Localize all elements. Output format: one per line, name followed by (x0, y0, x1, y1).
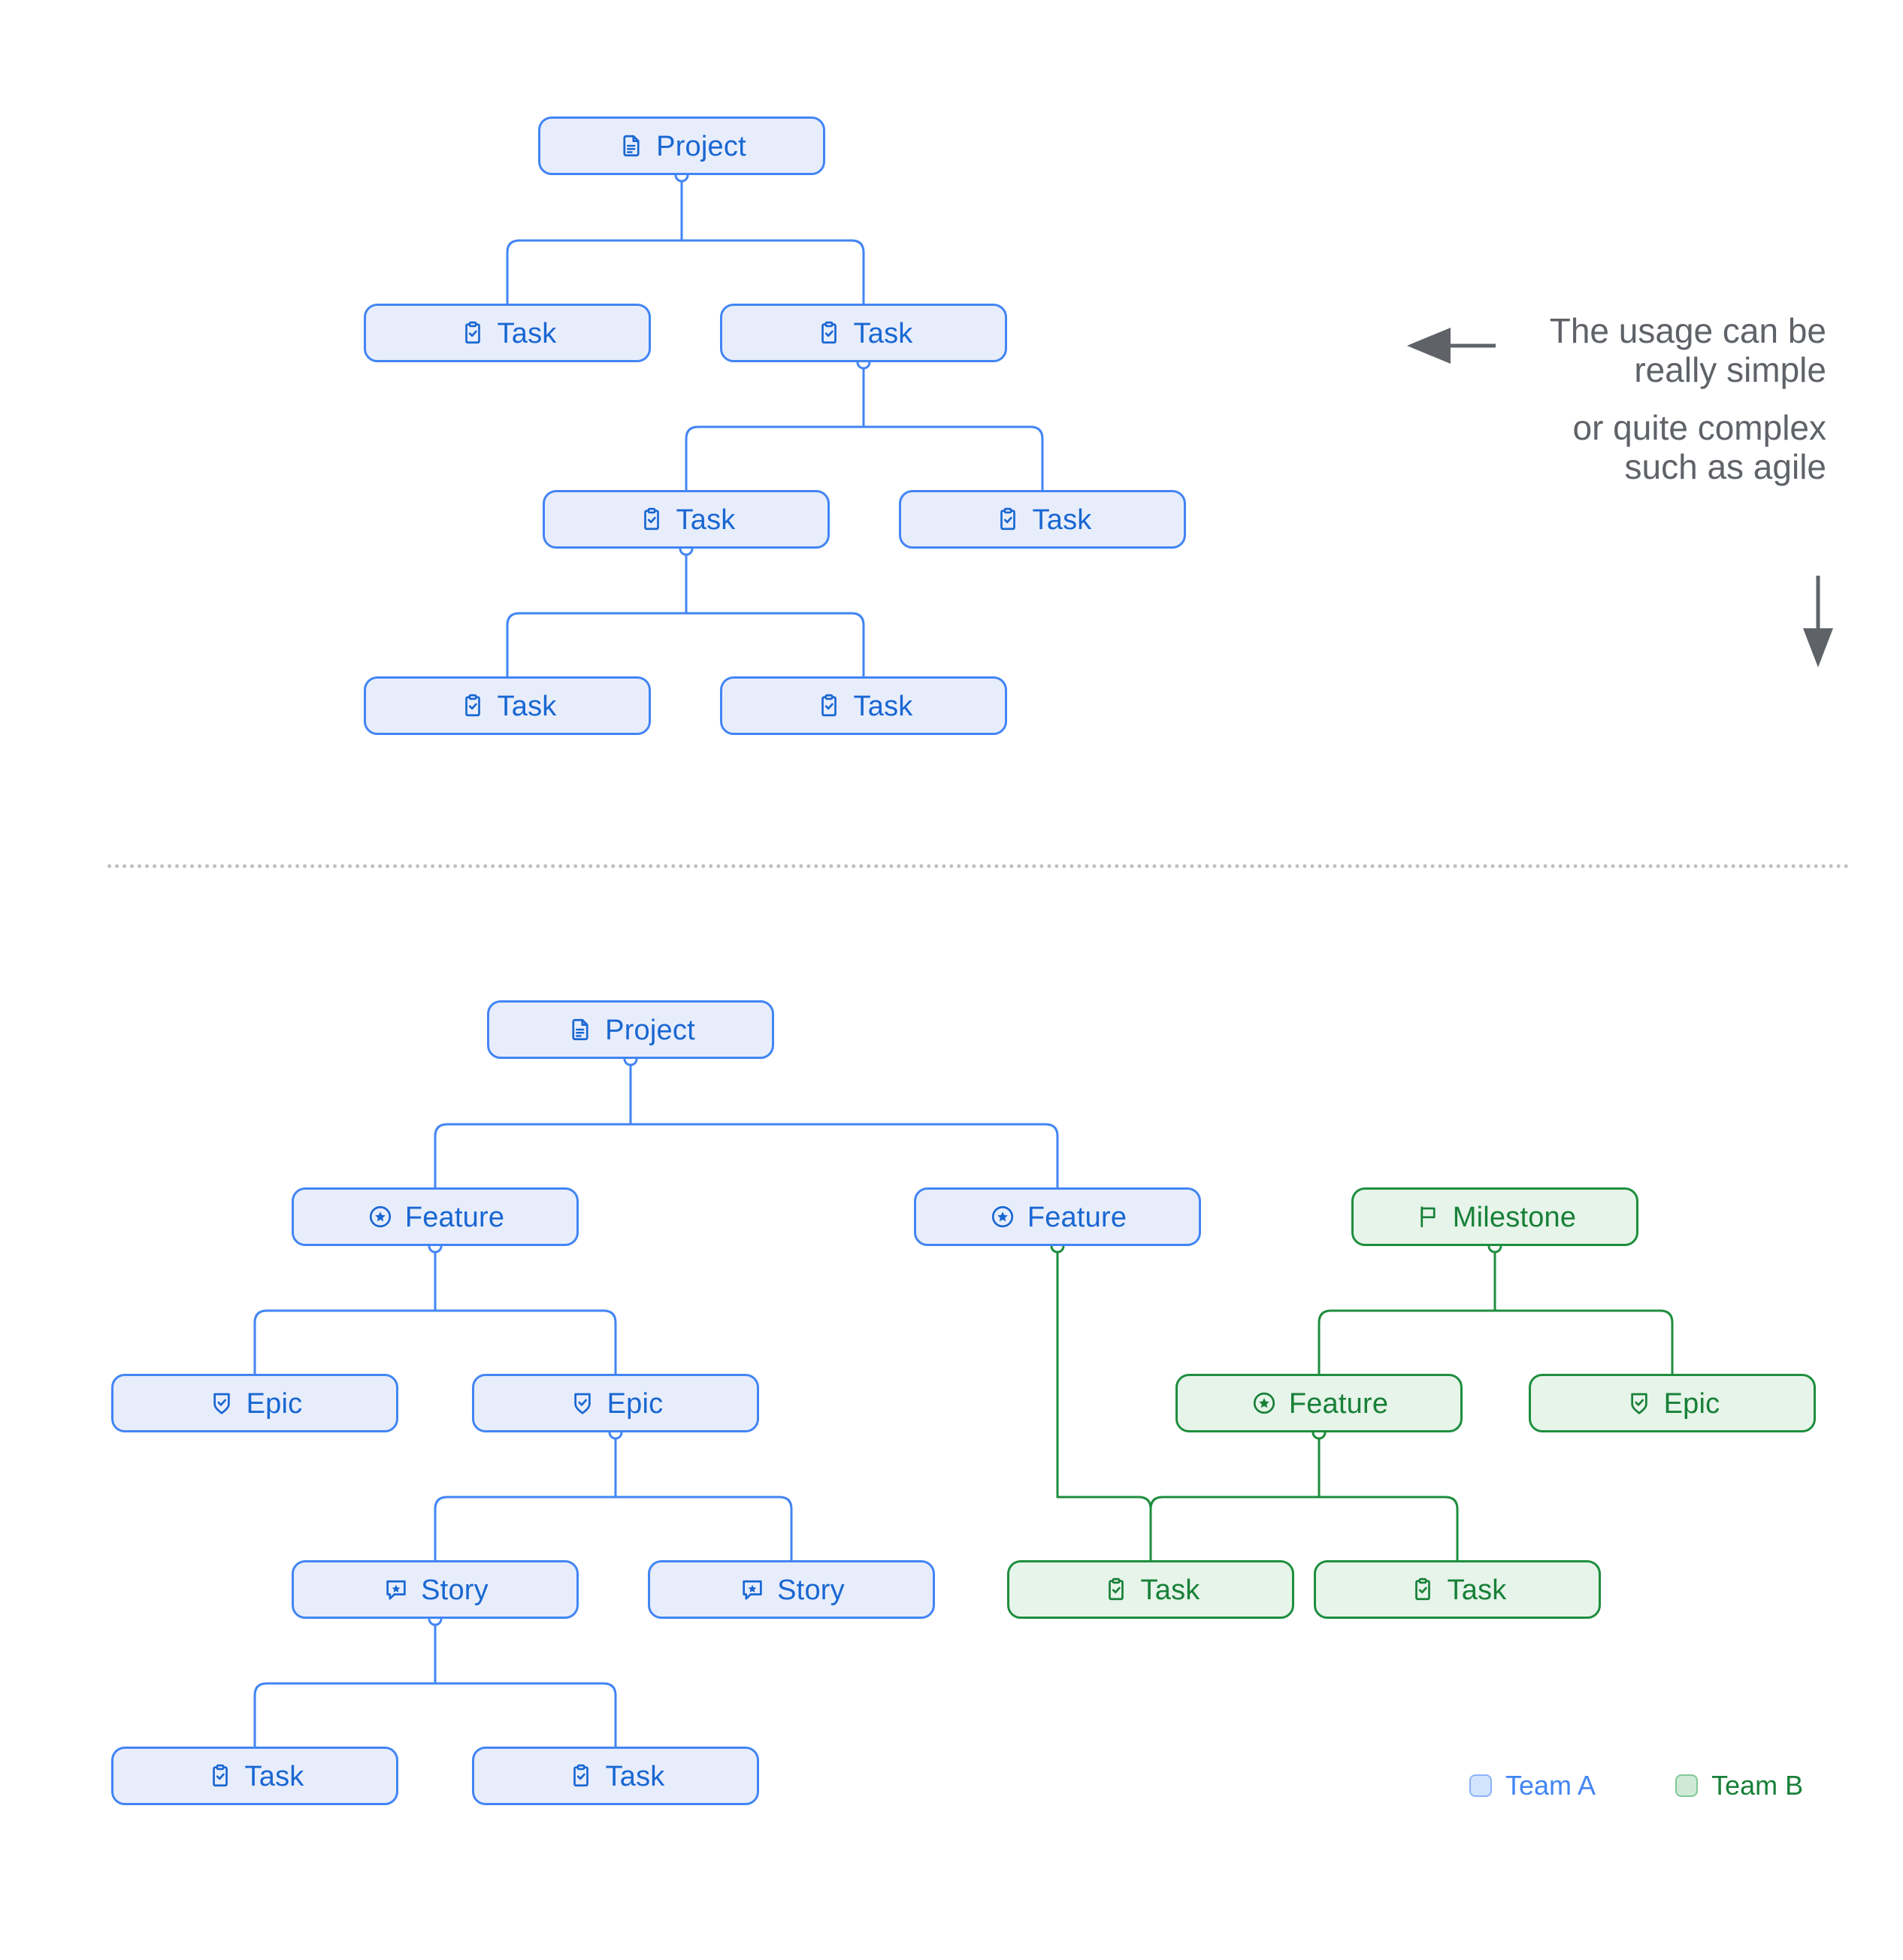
node-label: Story (421, 1574, 489, 1606)
node-label: Epic (1663, 1388, 1720, 1420)
shield-check-icon (568, 1389, 597, 1417)
node-feature-a-feature-2[interactable]: Feature (914, 1187, 1201, 1246)
connector-branch (253, 1682, 437, 1748)
star-circle-icon (1250, 1389, 1278, 1417)
connector-branch (1318, 1309, 1496, 1375)
annotation-line-1: The usage can be (1549, 311, 1826, 350)
node-label: Task (605, 1761, 665, 1792)
shield-check-icon (207, 1389, 236, 1417)
clipboard-check-icon (458, 319, 487, 347)
node-story-a-story-1[interactable]: Story (292, 1560, 579, 1619)
node-milestone-a-milestone[interactable]: Milestone (1351, 1187, 1638, 1246)
node-task-s-task-4[interactable]: Task (899, 490, 1186, 549)
node-label: Task (1447, 1574, 1507, 1606)
node-label: Task (853, 318, 913, 349)
node-epic-a-epic-2[interactable]: Epic (472, 1374, 759, 1432)
clipboard-check-icon (567, 1762, 595, 1790)
document-icon (566, 1015, 594, 1044)
node-task-a-task-2[interactable]: Task (1314, 1560, 1601, 1619)
node-task-a-task-3[interactable]: Task (111, 1747, 398, 1805)
connector-branch (434, 1682, 617, 1748)
node-project-s-project[interactable]: Project (538, 116, 825, 175)
legend-item-team-a[interactable]: Team A (1469, 1770, 1596, 1801)
clipboard-check-icon (815, 319, 843, 347)
legend-label-team-b: Team B (1711, 1770, 1804, 1801)
flag-icon (1414, 1202, 1442, 1231)
node-task-s-task-6[interactable]: Task (720, 676, 1007, 735)
node-task-s-task-1[interactable]: Task (364, 304, 651, 362)
clipboard-check-icon (637, 505, 666, 534)
legend-label-team-a: Team A (1505, 1770, 1596, 1801)
connector-branch (506, 239, 683, 305)
legend-item-team-b[interactable]: Team B (1675, 1770, 1803, 1801)
connector-branch (434, 1123, 632, 1189)
node-label: Task (676, 504, 736, 536)
annotation-line-3: or quite complex (1572, 408, 1827, 448)
node-label: Epic (246, 1388, 303, 1420)
node-feature-a-feature-1[interactable]: Feature (292, 1187, 579, 1246)
swatch-green-icon (1675, 1774, 1699, 1797)
connector-branch (506, 612, 688, 678)
comment-star-icon (738, 1575, 767, 1604)
connector-branch (253, 1309, 437, 1375)
connector-branch (1493, 1309, 1674, 1375)
connector-branch (685, 612, 865, 678)
node-label: Task (1032, 504, 1092, 536)
node-label: Feature (1027, 1202, 1127, 1233)
node-label: Project (656, 131, 746, 162)
clipboard-check-icon (1408, 1575, 1437, 1604)
node-label: Epic (607, 1388, 664, 1420)
connector-branch (1056, 1496, 1152, 1562)
star-circle-icon (366, 1202, 395, 1231)
section-divider (107, 864, 1850, 868)
annotation-line-2: really simple (1634, 349, 1826, 389)
clipboard-check-icon (1102, 1575, 1130, 1604)
node-label: Story (777, 1574, 845, 1606)
connector-branch (434, 1496, 617, 1562)
clipboard-check-icon (994, 505, 1022, 534)
usage-annotation: The usage can be really simple or quite … (1428, 311, 1827, 486)
node-label: Task (853, 691, 913, 722)
node-task-a-task-4[interactable]: Task (472, 1747, 759, 1805)
node-label: Feature (1288, 1388, 1389, 1420)
node-task-s-task-2[interactable]: Task (720, 304, 1007, 362)
connector-branch (1318, 1496, 1459, 1562)
clipboard-check-icon (458, 691, 487, 720)
node-project-a-project[interactable]: Project (487, 1000, 774, 1059)
node-label: Milestone (1452, 1202, 1577, 1233)
shield-check-icon (1625, 1389, 1653, 1417)
node-label: Task (244, 1761, 304, 1792)
team-legend: Team A Team B (1469, 1770, 1803, 1801)
connector-branch (685, 425, 865, 492)
connector-branch (434, 1309, 617, 1375)
node-task-a-task-1[interactable]: Task (1007, 1560, 1294, 1619)
node-epic-a-epic-1[interactable]: Epic (111, 1374, 398, 1432)
node-task-s-task-5[interactable]: Task (364, 676, 651, 735)
node-epic-a-epic-3[interactable]: Epic (1529, 1374, 1816, 1432)
clipboard-check-icon (206, 1762, 234, 1790)
node-label: Feature (404, 1202, 505, 1233)
connector-branch (680, 239, 865, 305)
annotation-line-4: such as agile (1624, 446, 1827, 486)
connector-branch (614, 1496, 793, 1562)
node-label: Project (605, 1015, 695, 1046)
node-feature-a-feature-3[interactable]: Feature (1175, 1374, 1463, 1432)
comment-star-icon (382, 1575, 410, 1604)
connector-branch (862, 425, 1044, 492)
node-label: Task (497, 691, 557, 722)
clipboard-check-icon (815, 691, 843, 720)
connector-branch (629, 1123, 1059, 1189)
node-label: Task (1140, 1574, 1200, 1606)
node-label: Task (497, 318, 557, 349)
star-circle-icon (988, 1202, 1017, 1231)
node-task-s-task-3[interactable]: Task (543, 490, 830, 549)
arrow-down-icon (1803, 576, 1833, 667)
node-story-a-story-2[interactable]: Story (648, 1560, 935, 1619)
connector-branch (1149, 1496, 1321, 1562)
document-icon (617, 132, 646, 160)
swatch-blue-icon (1469, 1774, 1492, 1797)
